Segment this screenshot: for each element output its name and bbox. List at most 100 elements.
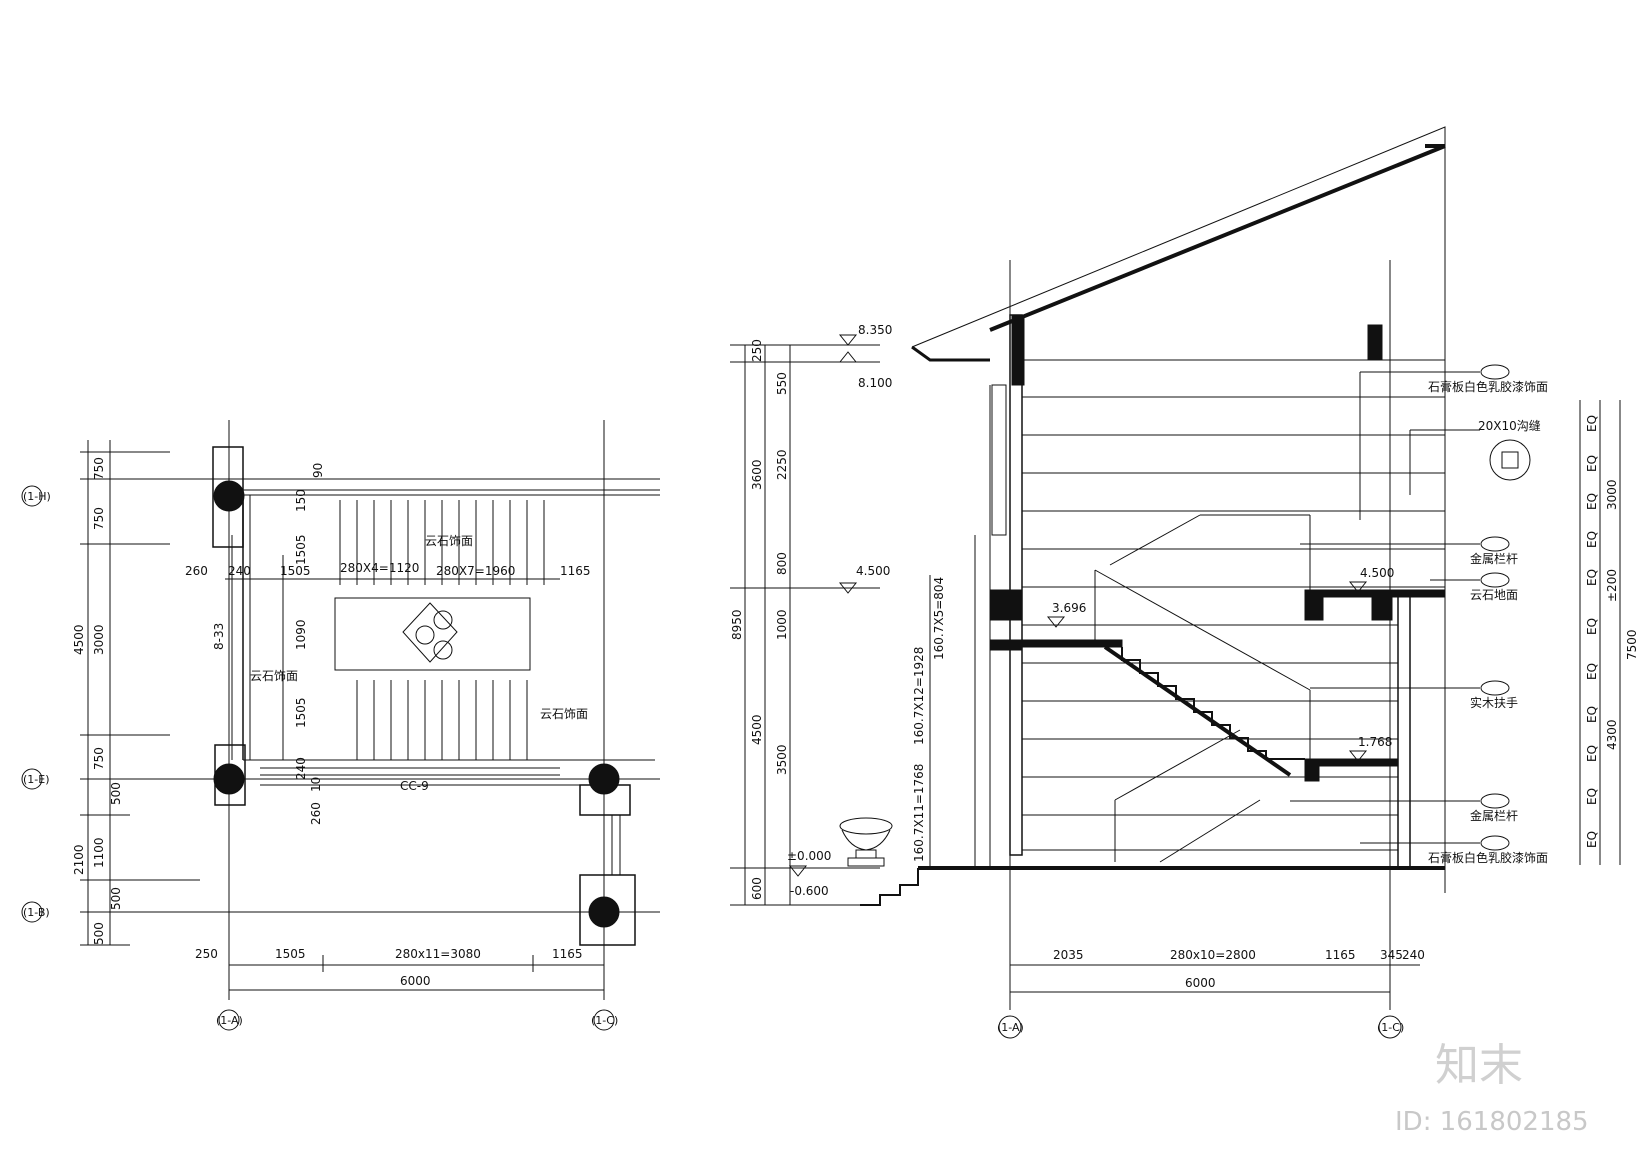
plan-dim-750b: 750 <box>92 507 106 530</box>
upper-treads <box>339 500 545 585</box>
plan-dim-2100: 2100 <box>72 844 86 875</box>
elev-0000: ±0.000 <box>787 849 831 863</box>
callout-gypsum-bottom: 石膏板白色乳胶漆饰面 <box>1428 850 1548 865</box>
section-axis-a: (1-A) <box>997 1021 1024 1034</box>
lower-treads <box>356 680 528 760</box>
sec-dim-riser-11: 160.7X11=1768 <box>912 764 926 862</box>
upper-flight <box>1121 647 1305 760</box>
sec-dim-1000: 1000 <box>775 609 789 640</box>
plan-dim-3080: 280x11=3080 <box>395 947 481 961</box>
sec-eq-10: EQ <box>1585 788 1599 805</box>
axis-label-a: (1-A) <box>216 1014 243 1027</box>
plan-dim-500b: 500 <box>109 887 123 910</box>
stair-newel-ornament <box>402 602 458 663</box>
elev-4500-left: 4.500 <box>856 564 890 578</box>
sec-dim-4500: 4500 <box>750 714 764 745</box>
axis-label-h: (1-H) <box>23 490 51 503</box>
plan-dim-150: 150 <box>294 489 308 512</box>
callout-stone-floor: 云石地面 <box>1470 588 1518 602</box>
sec-dim-2800: 280x10=2800 <box>1170 948 1256 962</box>
sec-eq-3: EQ <box>1585 493 1599 510</box>
plan-dim-750a: 750 <box>92 457 106 480</box>
elev-4500-right: 4.500 <box>1360 566 1394 580</box>
elev-1768: 1.768 <box>1358 735 1392 749</box>
sec-eq-1: EQ <box>1585 415 1599 432</box>
sec-dim-240: 240 <box>1402 948 1425 962</box>
sec-eq-2: EQ <box>1585 455 1599 472</box>
elev-8350: 8.350 <box>858 323 892 337</box>
plan-dim-90: 90 <box>311 463 325 478</box>
plan-dim-1505: 1505 <box>275 947 306 961</box>
column <box>213 480 245 512</box>
plan-dim-500a: 500 <box>109 782 123 805</box>
sec-eq-4: EQ <box>1585 531 1599 548</box>
sec-dim-3000: 3000 <box>1605 479 1619 510</box>
watermark-logo: 知末 <box>1435 1040 1523 1091</box>
callout-wood-handrail: 实木扶手 <box>1470 695 1518 710</box>
plan-dim-1120: 280X4=1120 <box>340 561 419 575</box>
plan-section-mark: 8-33 <box>212 623 226 650</box>
plan-dim-4500: 4500 <box>72 624 86 655</box>
sec-dim-3600: 3600 <box>750 459 764 490</box>
sec-dim-600: 600 <box>750 877 764 900</box>
sec-dim-riser-5: 160.7X5=804 <box>932 577 946 660</box>
elev-3696: 3.696 <box>1052 601 1086 615</box>
plan-dim-500c: 500 <box>92 922 106 945</box>
plan-dim-1165-top: 1165 <box>560 564 591 578</box>
stair-section <box>730 126 1621 1039</box>
plan-dim-750c: 750 <box>92 747 106 770</box>
plan-dim-1165: 1165 <box>552 947 583 961</box>
plan-dim-260: 260 <box>185 564 208 578</box>
plan-dim-1100: 1100 <box>92 837 106 868</box>
watermark-id: ID: 161802185 <box>1395 1107 1589 1137</box>
axis-label-b: (1-B) <box>23 906 50 919</box>
sec-dim-6000: 6000 <box>1185 976 1216 990</box>
sec-eq-8: EQ <box>1585 706 1599 723</box>
plan-dim-1505-v2: 1505 <box>294 697 308 728</box>
axis-label-e: (1-E) <box>23 773 50 786</box>
sec-eq-7: EQ <box>1585 663 1599 680</box>
sec-dim-4300: 4300 <box>1605 719 1619 750</box>
plan-dim-3000: 3000 <box>92 624 106 655</box>
axis-label-c: (1-C) <box>591 1014 618 1027</box>
callout-metal-rail-1: 金属栏杆 <box>1470 551 1518 566</box>
plan-label-stone-1: 云石饰面 <box>425 534 473 548</box>
plan-dim-1505-top: 1505 <box>280 564 311 578</box>
callout-groove: 20X10沟缝 <box>1478 418 1541 433</box>
plan-dim-1505-v1: 1505 <box>294 534 308 565</box>
plan-dim-250: 250 <box>195 947 218 961</box>
plan-dim-260-v: 260 <box>309 802 323 825</box>
sec-dim-pm200: ±200 <box>1605 569 1619 602</box>
elev-8100: 8.100 <box>858 376 892 390</box>
column <box>588 896 620 928</box>
plan-label-stone-2: 云石饰面 <box>250 669 298 683</box>
sec-eq-11: EQ <box>1585 831 1599 848</box>
sec-eq-9: EQ <box>1585 745 1599 762</box>
plan-dim-6000: 6000 <box>400 974 431 988</box>
plan-dim-1090: 1090 <box>294 619 308 650</box>
sec-dim-8950: 8950 <box>730 609 744 640</box>
sec-dim-800: 800 <box>775 552 789 575</box>
elev-minus-0600: -0.600 <box>790 884 829 898</box>
plan-dim-10: 10 <box>309 777 323 792</box>
sec-eq-5: EQ <box>1585 569 1599 586</box>
plan-label-stone-3: 云石饰面 <box>540 707 588 721</box>
plan-dim-1960: 280X7=1960 <box>436 564 515 578</box>
sec-eq-6: EQ <box>1585 618 1599 635</box>
plan-label-window: CC-9 <box>400 779 429 793</box>
plan-dim-240: 240 <box>228 564 251 578</box>
callout-metal-rail-2: 金属栏杆 <box>1470 808 1518 823</box>
sec-dim-1165: 1165 <box>1325 948 1356 962</box>
sec-dim-3500: 3500 <box>775 744 789 775</box>
sec-dim-riser-12: 160.7X12=1928 <box>912 647 926 745</box>
stair-plan <box>21 420 660 1031</box>
callout-gypsum-top: 石膏板白色乳胶漆饰面 <box>1428 379 1548 394</box>
sec-dim-7500: 7500 <box>1625 629 1639 660</box>
sec-dim-345: 345 <box>1380 948 1403 962</box>
sec-dim-250: 250 <box>750 339 764 362</box>
urn-planter <box>839 817 893 867</box>
sec-dim-550: 550 <box>775 372 789 395</box>
plan-dim-240-v: 240 <box>294 757 308 780</box>
sec-dim-2035: 2035 <box>1053 948 1084 962</box>
